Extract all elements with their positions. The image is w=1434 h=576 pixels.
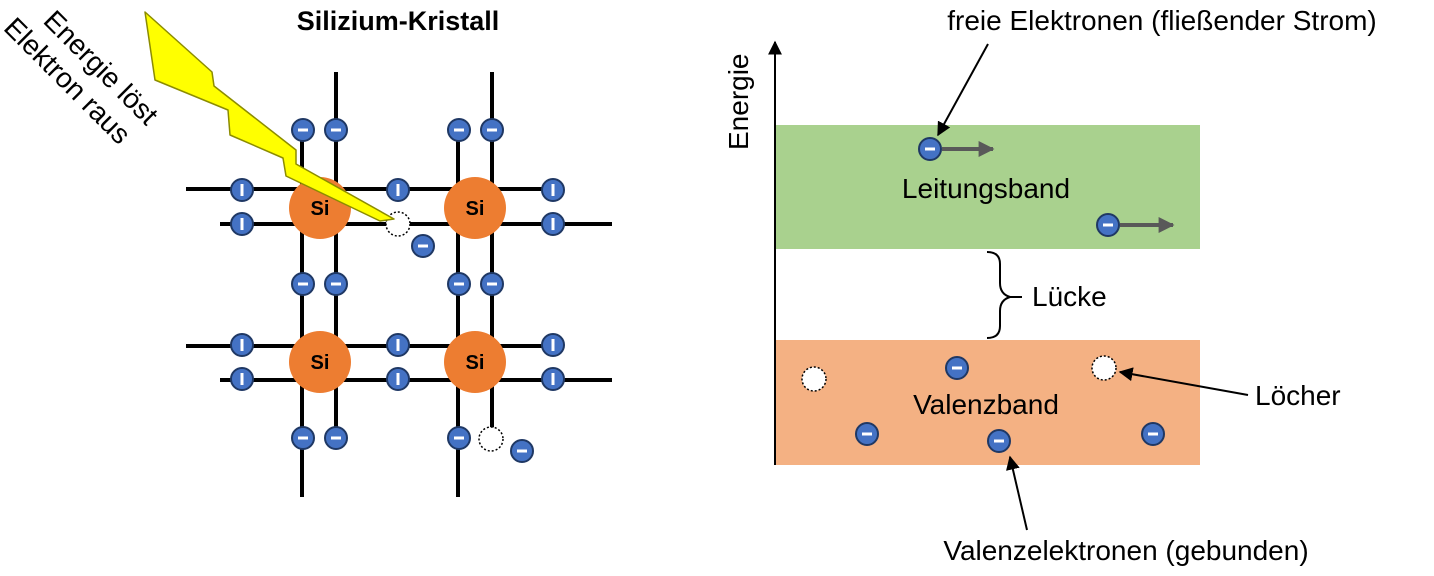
hole (385, 211, 411, 237)
svg-text:Si: Si (466, 352, 485, 374)
si-atom: Si (444, 331, 506, 393)
hole (478, 426, 504, 452)
holes-label: Löcher (1255, 380, 1341, 411)
free-electrons-pointer (937, 43, 989, 137)
svg-text:Si: Si (311, 352, 330, 374)
svg-text:Si: Si (466, 198, 485, 220)
valence-electrons-label: Valenzelektronen (gebunden) (943, 535, 1308, 566)
hole (1091, 355, 1117, 381)
holes-pointer (1118, 367, 1249, 396)
svg-text:Si: Si (311, 198, 330, 220)
gap-brace (986, 251, 1014, 339)
free-electron (1096, 213, 1175, 237)
crystal-title: Silizium-Kristall (297, 6, 500, 36)
valence-band-label: Valenzband (913, 389, 1059, 420)
lightning-bolt-icon (144, 11, 395, 222)
bond-electrons-minus (291, 118, 534, 463)
hole (801, 366, 827, 392)
silicon-crystal: Silizium-Kristall Si (0, 4, 612, 497)
bond-electrons (230, 178, 565, 391)
lightning-label: Energie löst Elektron raus (0, 4, 164, 150)
gap-label: Lücke (1032, 281, 1107, 312)
si-atom: Si (444, 177, 506, 239)
si-atom: Si (289, 331, 351, 393)
energy-axis-label: Energie (723, 53, 754, 150)
free-electron (918, 137, 995, 161)
band-diagram: Energie Leitungsband Valenzband Lücke fr… (723, 5, 1377, 566)
valence-electrons-pointer (1006, 455, 1028, 531)
conduction-band-label: Leitungsband (902, 173, 1070, 204)
free-electrons-label: freie Elektronen (fließender Strom) (947, 5, 1377, 36)
